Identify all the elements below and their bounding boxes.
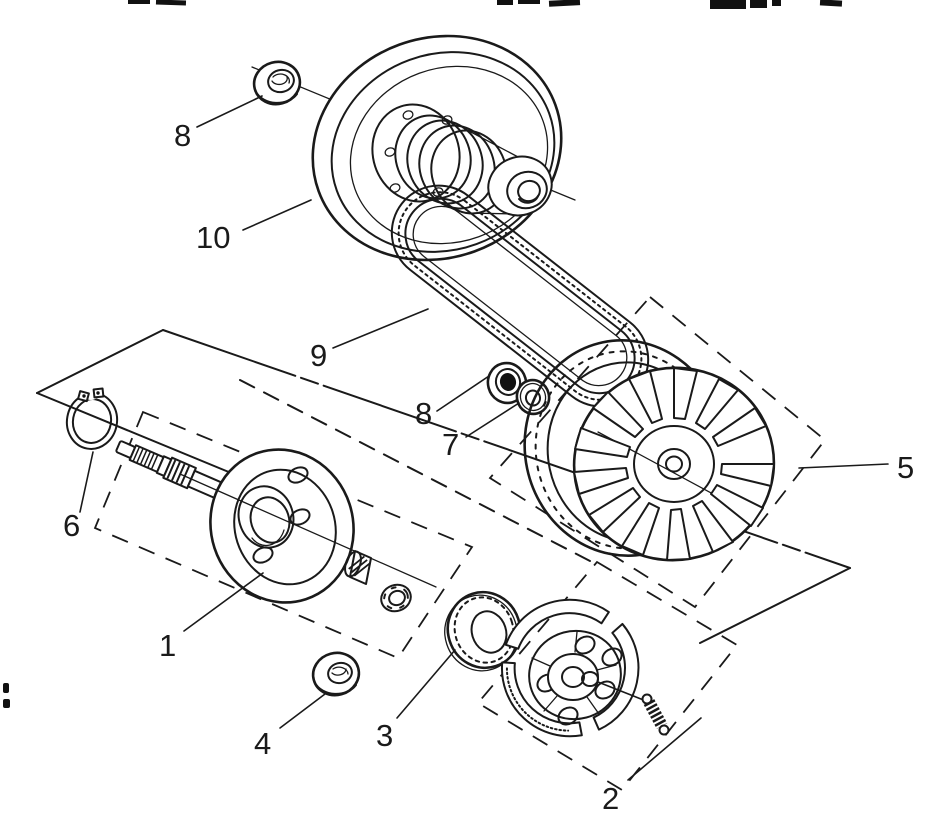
leader-8-top bbox=[196, 95, 263, 128]
leader-4 bbox=[279, 693, 326, 729]
shaft-axis-centerline bbox=[179, 473, 437, 588]
leader-10 bbox=[242, 199, 312, 231]
leader-3 bbox=[396, 649, 456, 719]
clutch-shoe-assembly-part-2 bbox=[500, 598, 670, 738]
splined-bushing bbox=[344, 550, 372, 585]
leader-8-mid bbox=[436, 375, 490, 412]
leader-2 bbox=[627, 717, 702, 781]
part-label-8-top: 8 bbox=[174, 118, 191, 153]
part-label-10: 10 bbox=[196, 220, 230, 255]
bearing-part-3 bbox=[444, 590, 522, 672]
leader-7 bbox=[465, 402, 520, 438]
part-number-labels: 8 10 9 8 7 5 6 1 4 3 2 bbox=[63, 118, 914, 816]
part-label-3: 3 bbox=[376, 718, 393, 753]
leader-lines bbox=[79, 95, 889, 781]
crankshaft-sheave-part-1 bbox=[115, 440, 437, 613]
dashed-box-crankshaft-group bbox=[93, 410, 474, 660]
leader-9 bbox=[332, 308, 429, 349]
clutch-housing-part-5 bbox=[523, 339, 776, 562]
bearing-balls bbox=[453, 596, 515, 664]
fan-blades bbox=[573, 367, 775, 561]
part-label-9: 9 bbox=[310, 338, 327, 373]
part-label-5: 5 bbox=[897, 450, 914, 485]
part-label-1: 1 bbox=[159, 628, 176, 663]
flange-nut-part-4 bbox=[311, 651, 361, 697]
part-label-8-mid: 8 bbox=[415, 396, 432, 431]
driven-pulley-part-10 bbox=[251, 34, 576, 262]
lock-washer bbox=[380, 583, 412, 613]
dashed-box-clutch-housing bbox=[488, 295, 827, 609]
leader-6 bbox=[79, 451, 94, 513]
leader-5 bbox=[798, 463, 889, 469]
part-label-7: 7 bbox=[442, 427, 459, 462]
part-label-4: 4 bbox=[254, 726, 271, 761]
leader-1 bbox=[183, 572, 264, 632]
flange-nut-part-8-top bbox=[252, 60, 302, 106]
part-label-6: 6 bbox=[63, 508, 80, 543]
page-edge-print-fragments bbox=[3, 0, 843, 708]
clutch-shoe-lining-texture bbox=[505, 667, 570, 732]
part-label-2: 2 bbox=[602, 781, 619, 816]
clutch-spring bbox=[597, 681, 670, 736]
snap-ring-part-6 bbox=[65, 382, 119, 450]
